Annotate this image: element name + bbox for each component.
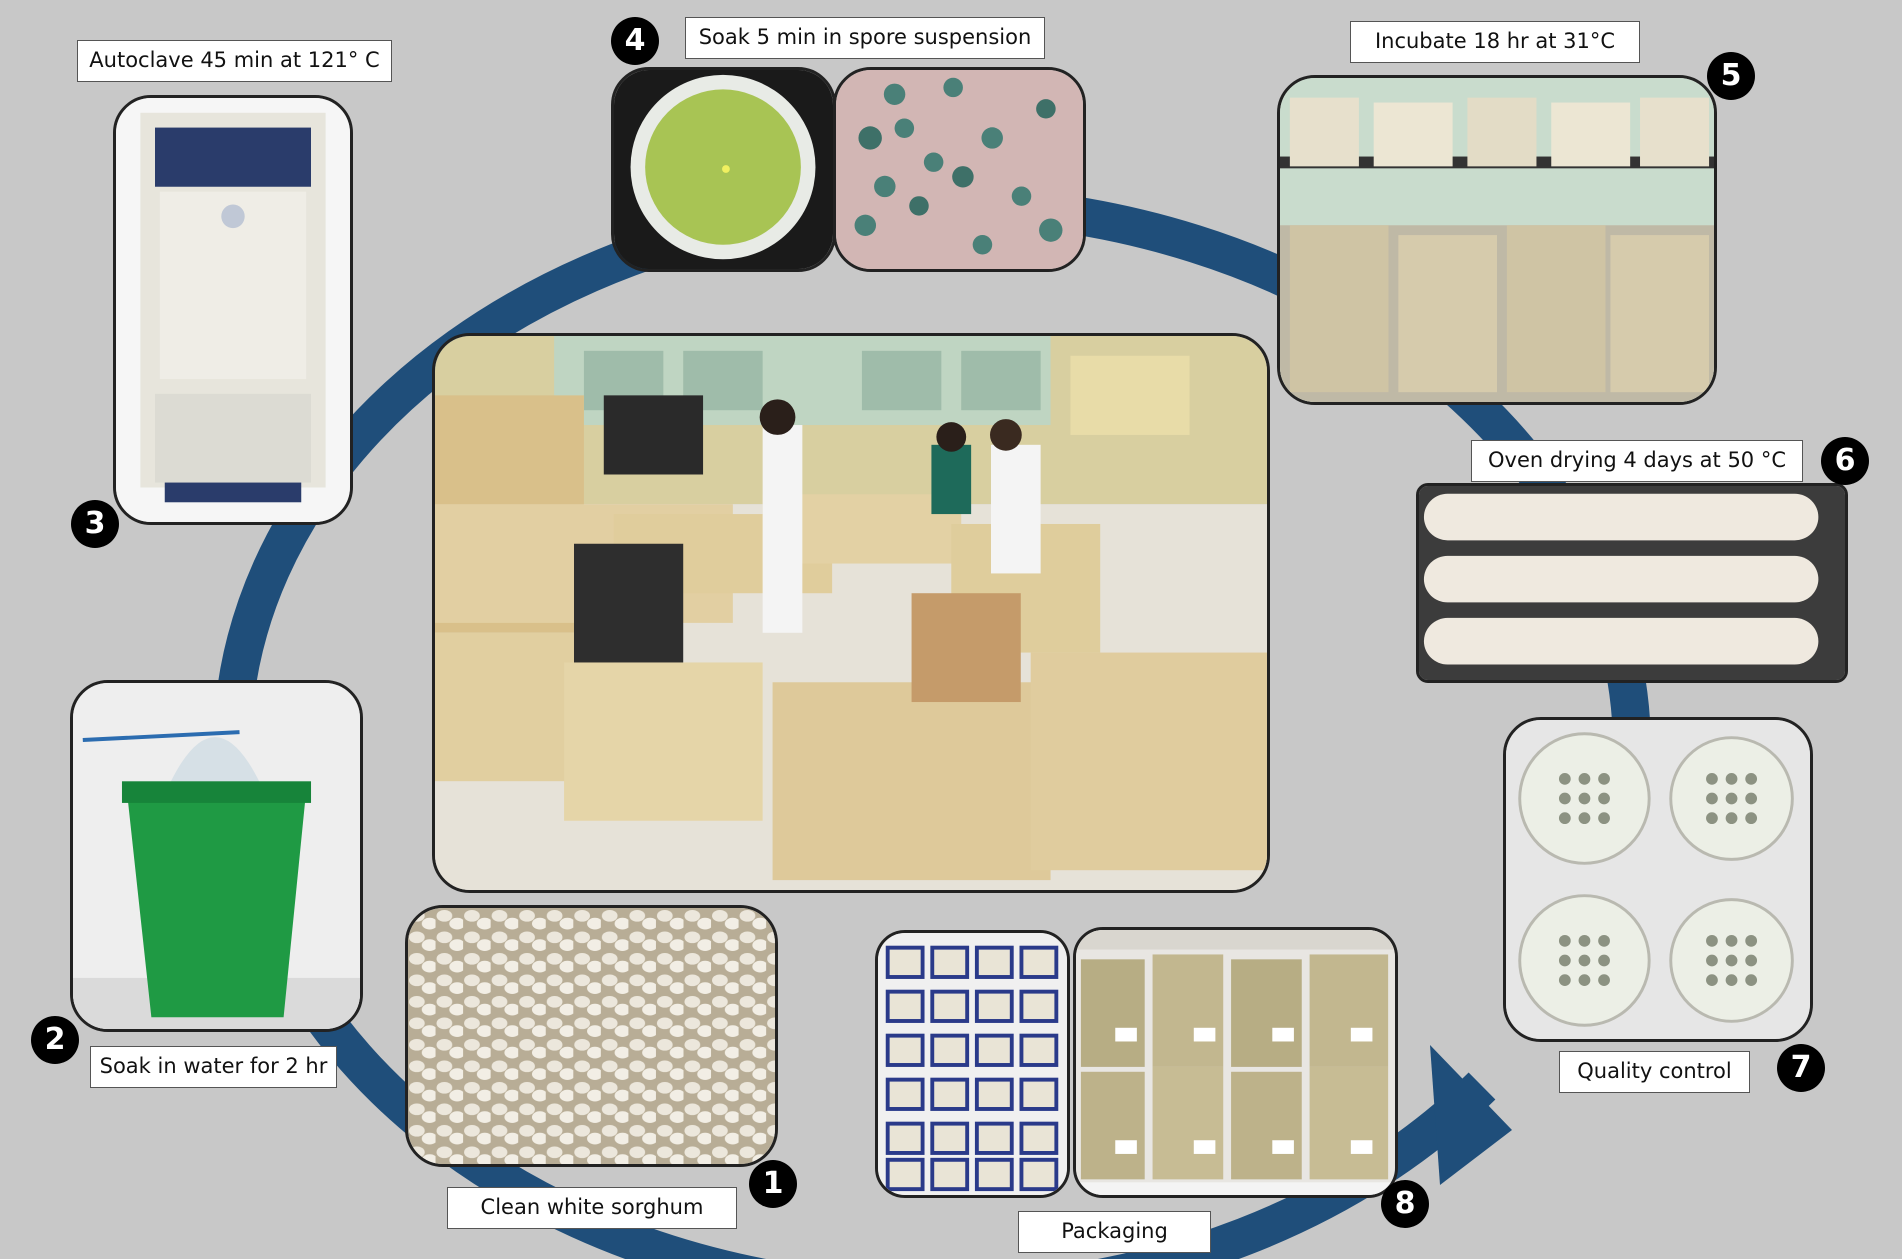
step-5-badge: 5 [1707, 52, 1755, 100]
step-8-photo-containers [875, 930, 1070, 1198]
step-8-label: Packaging [1018, 1211, 1211, 1253]
step-7-badge: 7 [1777, 1044, 1825, 1092]
step-5-label: Incubate 18 hr at 31°C [1350, 21, 1640, 63]
central-lab-photo [432, 333, 1270, 893]
step-8-photo-bags [1073, 927, 1398, 1198]
step-5-photo [1277, 75, 1717, 405]
step-1-badge: 1 [749, 1160, 797, 1208]
step-7-label: Quality control [1559, 1051, 1750, 1093]
step-3-label: Autoclave 45 min at 121° C [77, 40, 392, 82]
step-1-photo [405, 905, 778, 1167]
step-4-photo-spores [833, 67, 1086, 272]
step-3-badge: 3 [71, 500, 119, 548]
step-4-badge: 4 [611, 17, 659, 65]
step-2-photo [70, 680, 363, 1032]
step-2-label: Soak in water for 2 hr [90, 1046, 337, 1088]
step-6-label: Oven drying 4 days at 50 °C [1471, 440, 1803, 482]
step-7-photo [1503, 717, 1813, 1042]
cycle-arrowhead [1430, 1045, 1512, 1185]
step-4-photo-dish [611, 67, 836, 272]
step-6-photo [1416, 483, 1848, 683]
step-1-label: Clean white sorghum [447, 1187, 737, 1229]
step-2-badge: 2 [31, 1016, 79, 1064]
step-3-photo [113, 95, 353, 525]
step-8-badge: 8 [1381, 1180, 1429, 1228]
step-4-label: Soak 5 min in spore suspension [685, 17, 1045, 59]
step-6-badge: 6 [1821, 437, 1869, 485]
